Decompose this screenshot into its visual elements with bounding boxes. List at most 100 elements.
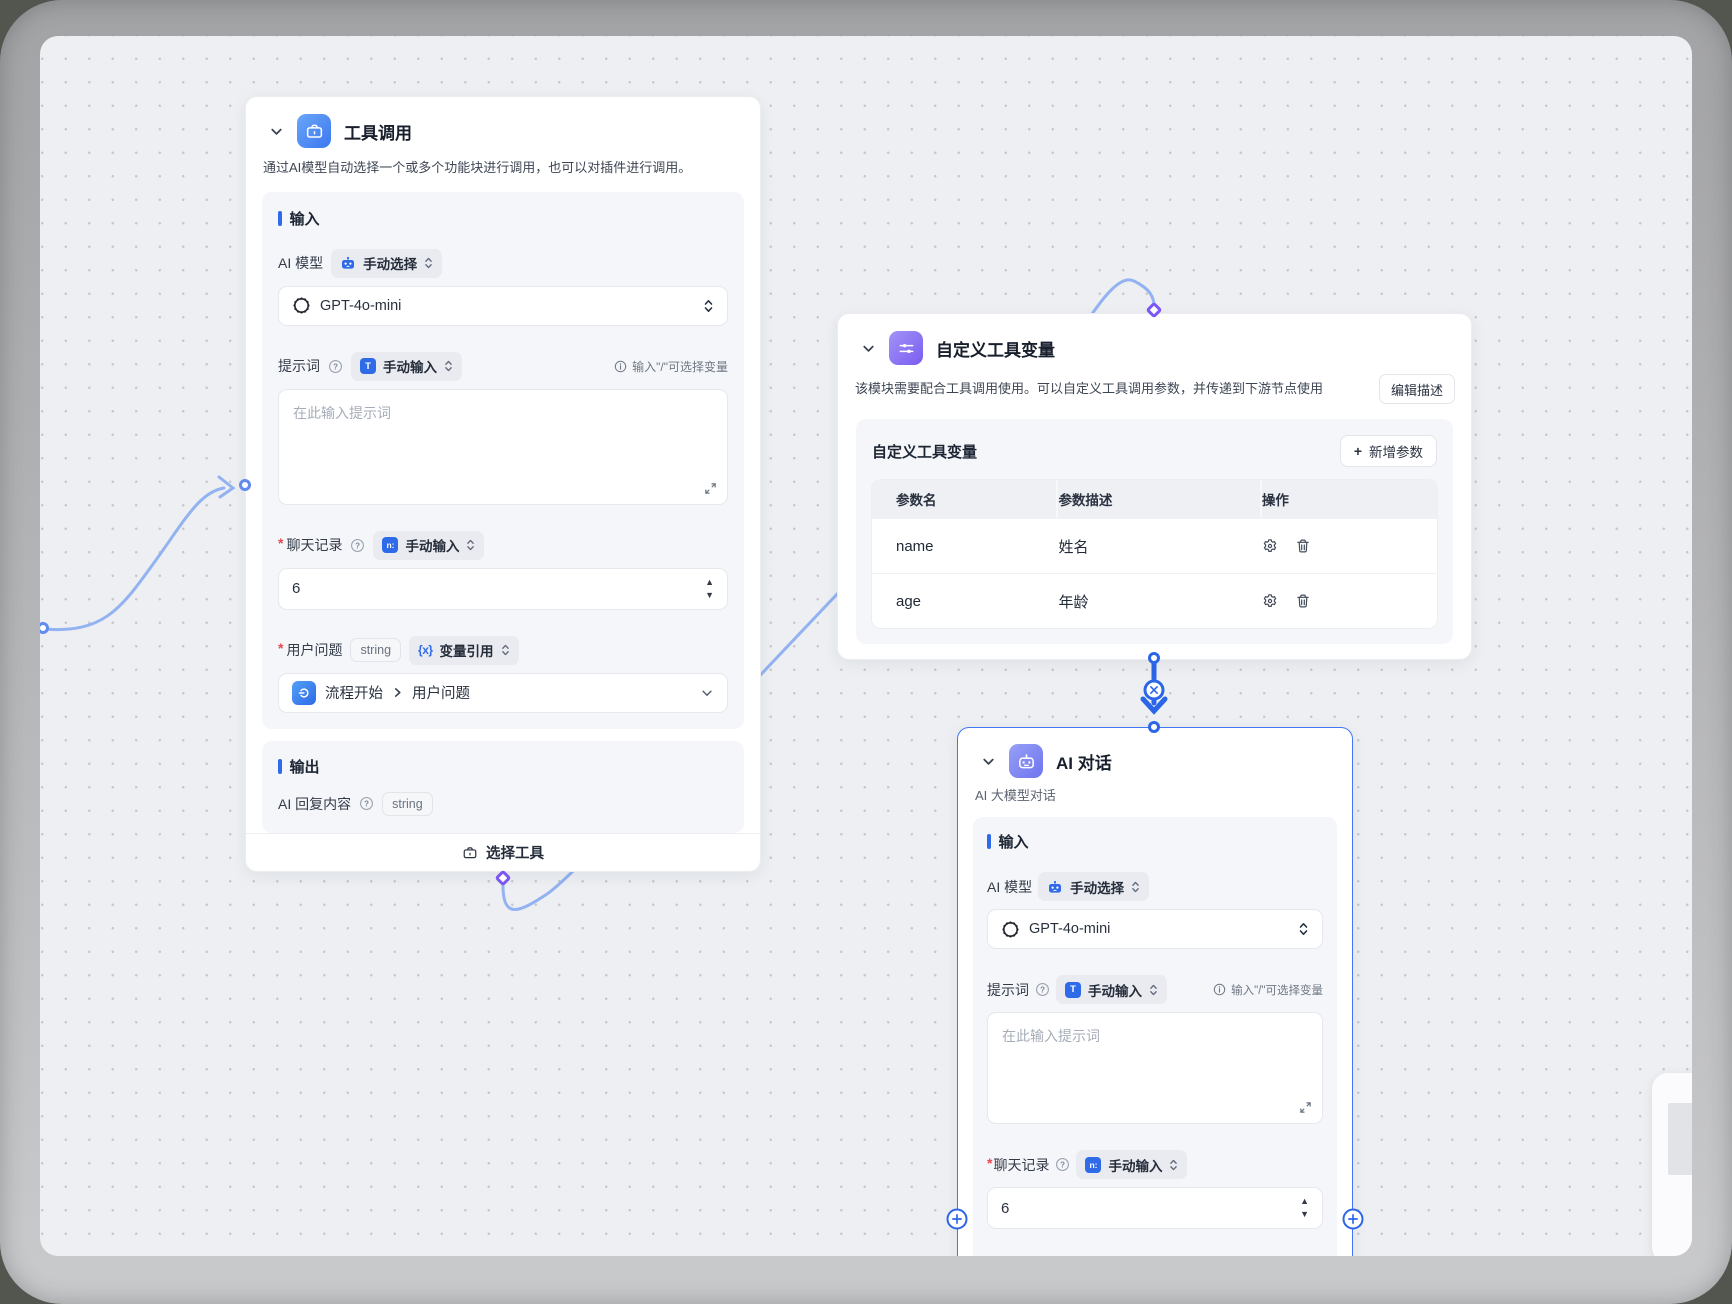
info-icon — [1213, 983, 1226, 996]
param-desc: 姓名 — [1058, 538, 1089, 556]
table-row: age 年龄 — [872, 573, 1437, 628]
section-bar — [987, 834, 991, 849]
user-question-mode-badge[interactable]: {x} 变量引用 — [409, 635, 519, 665]
param-desc: 年龄 — [1058, 593, 1089, 611]
number-input-icon: n: — [1085, 1156, 1102, 1173]
mode-label: 手动选择 — [1070, 880, 1125, 896]
chat-history-mode-badge[interactable]: n: 手动输入 — [373, 530, 485, 560]
table-header-row: 参数名 参数描述 操作 — [872, 480, 1437, 518]
delete-edge-button[interactable] — [1143, 679, 1165, 701]
help-icon[interactable]: ? — [350, 538, 365, 553]
edge-start-port[interactable] — [40, 622, 49, 634]
type-badge: string — [350, 638, 402, 662]
flow-canvas[interactable]: 工具调用 通过AI模型自动选择一个或多个功能块进行调用，也可以对插件进行调用。 … — [40, 36, 1692, 1256]
mode-label: 手动输入 — [1108, 1158, 1163, 1174]
section-bar — [278, 758, 282, 774]
model-mode-badge[interactable]: 手动选择 — [1038, 872, 1150, 901]
help-icon[interactable]: ? — [359, 796, 374, 811]
add-param-button[interactable]: +新增参数 — [1339, 435, 1437, 467]
collapse-chevron-icon[interactable] — [861, 341, 876, 356]
ref-source: 流程开始 — [325, 686, 383, 702]
node-thumbnail — [1668, 1103, 1692, 1175]
input-section-header: 输入 — [987, 831, 1323, 852]
collapse-chevron-icon[interactable] — [981, 754, 996, 769]
chat-history-label: 聊天记录 — [286, 537, 343, 553]
ai-chat-right-add-port[interactable] — [1342, 1208, 1364, 1230]
param-settings-button[interactable] — [1262, 538, 1278, 554]
chat-history-input[interactable] — [1001, 1199, 1284, 1217]
model-mode-badge[interactable]: 手动选择 — [331, 248, 443, 278]
param-settings-button[interactable] — [1262, 593, 1278, 609]
output-panel: 输出 AI 回复内容 ? string — [262, 740, 744, 833]
chat-history-mode-badge[interactable]: n: 手动输入 — [1076, 1150, 1188, 1179]
trash-icon — [1297, 594, 1309, 608]
step-down-icon: ▼ — [705, 589, 714, 600]
edit-description-button[interactable]: 编辑描述 — [1378, 374, 1455, 404]
ai-chat-input-port[interactable] — [1148, 721, 1160, 733]
prompt-mode-badge[interactable]: T 手动输入 — [351, 351, 462, 381]
section-bar — [278, 210, 282, 226]
tool-call-input-port[interactable] — [239, 479, 251, 491]
node-ai-chat[interactable]: AI 对话 AI 大模型对话 输入 AI 模型 手动选择 GPT-4o-mini… — [957, 727, 1353, 1256]
custom-vars-output-port[interactable] — [1148, 652, 1160, 664]
model-name: GPT-4o-mini — [1029, 921, 1111, 937]
col-header-actions: 操作 — [1261, 493, 1289, 508]
help-icon[interactable]: ? — [1035, 982, 1050, 997]
collapse-chevron-icon[interactable] — [269, 124, 284, 139]
ref-field: 用户问题 — [412, 686, 470, 702]
stepper-arrows[interactable]: ▲▼ — [705, 569, 714, 609]
node-tool-call[interactable]: 工具调用 通过AI模型自动选择一个或多个功能块进行调用，也可以对插件进行调用。 … — [245, 96, 761, 872]
mode-label: 手动输入 — [1088, 983, 1142, 999]
output-section-header: 输出 — [278, 756, 728, 777]
expand-icon[interactable] — [704, 482, 717, 495]
select-tool-button[interactable]: 选择工具 — [246, 833, 760, 871]
expand-icon[interactable] — [1299, 1101, 1312, 1114]
text-input-icon: T — [360, 358, 376, 374]
param-delete-button[interactable] — [1295, 538, 1311, 554]
user-question-label: 用户问题 — [286, 642, 343, 658]
text-input-icon: T — [1065, 981, 1081, 998]
svg-text:?: ? — [364, 799, 369, 808]
param-delete-button[interactable] — [1295, 593, 1311, 609]
trash-icon — [1297, 539, 1309, 553]
chat-history-input[interactable] — [292, 580, 689, 597]
custom-vars-panel: 自定义工具变量 +新增参数 参数名 参数描述 操作 name 姓名 — [856, 419, 1453, 644]
svg-text:?: ? — [333, 362, 338, 371]
model-select[interactable]: GPT-4o-mini — [278, 285, 728, 326]
updown-chevron-icon — [425, 257, 432, 269]
node-header: 自定义工具变量 — [838, 314, 1471, 365]
col-header-name: 参数名 — [872, 480, 1059, 518]
help-icon[interactable]: ? — [1055, 1157, 1070, 1172]
gear-icon — [1263, 539, 1277, 552]
node-title: AI 对话 — [1056, 753, 1112, 773]
partial-node-card[interactable] — [1652, 1073, 1692, 1256]
help-icon[interactable]: ? — [328, 359, 343, 374]
ai-chat-left-add-port[interactable] — [946, 1208, 968, 1230]
prompt-textarea[interactable] — [278, 388, 728, 505]
prompt-textarea[interactable] — [987, 1012, 1323, 1124]
chat-history-stepper[interactable]: ▲▼ — [987, 1187, 1323, 1229]
prompt-mode-badge[interactable]: T 手动输入 — [1056, 975, 1167, 1004]
openai-logo-icon — [1002, 920, 1019, 938]
node-title: 工具调用 — [344, 123, 412, 143]
gear-icon — [1263, 594, 1277, 607]
custom-vars-node-icon — [889, 331, 923, 365]
mode-label: 手动选择 — [363, 257, 418, 272]
variable-ref-select[interactable]: 流程开始 用户问题 — [278, 672, 728, 713]
briefcase-icon — [463, 846, 477, 858]
col-header-desc: 参数描述 — [1058, 480, 1262, 518]
updown-chevron-icon — [1299, 923, 1308, 935]
svg-text:?: ? — [1061, 1160, 1066, 1169]
section-label: 输出 — [289, 758, 320, 776]
node-custom-vars[interactable]: 自定义工具变量 该模块需要配合工具调用使用。可以自定义工具调用参数，并传递到下游… — [837, 313, 1472, 660]
chat-history-stepper[interactable]: ▲▼ — [278, 567, 728, 610]
model-select[interactable]: GPT-4o-mini — [987, 909, 1323, 949]
node-header: AI 对话 — [958, 728, 1352, 778]
required-asterisk: * — [278, 640, 284, 656]
updown-chevron-icon — [467, 539, 475, 551]
flow-start-icon — [292, 680, 316, 705]
stepper-arrows[interactable]: ▲▼ — [1300, 1188, 1309, 1228]
section-label: 输入 — [289, 210, 320, 228]
variable-hint: 输入"/"可选择变量 — [614, 358, 728, 375]
node-description: 该模块需要配合工具调用使用。可以自定义工具调用参数，并传递到下游节点使用 — [855, 381, 1324, 397]
